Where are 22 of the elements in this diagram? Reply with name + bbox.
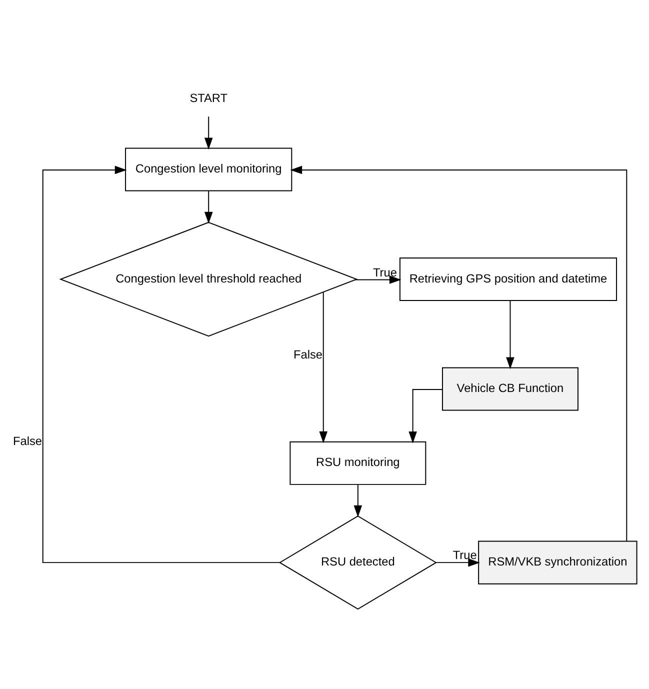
- edge-label: False: [294, 347, 323, 362]
- arrow: [204, 190, 213, 224]
- node-text: START: [190, 90, 228, 104]
- node-diamond: RSU detected: [278, 515, 438, 610]
- arrow: [408, 388, 443, 443]
- arrow: [290, 165, 628, 542]
- arrow: [354, 275, 402, 284]
- node-box: RSU monitoring: [290, 440, 426, 484]
- arrow: [319, 291, 328, 443]
- arrow: [506, 300, 514, 369]
- arrow: [42, 165, 280, 563]
- node-box: Congestion level monitoring: [125, 147, 292, 191]
- arrow: [354, 484, 362, 517]
- node-box: Retrieving GPS position and datetime: [399, 256, 618, 300]
- arrow: [204, 116, 213, 150]
- edge-label: False: [13, 434, 42, 448]
- node-box: RSM/VKB synchronization: [478, 540, 638, 584]
- node-diamond: Congestion level threshold reached: [59, 221, 358, 336]
- node-box: Vehicle CB Function: [442, 366, 578, 410]
- edge-label: True: [452, 548, 477, 562]
- arrow: [436, 558, 480, 566]
- edge-label: True: [373, 264, 397, 279]
